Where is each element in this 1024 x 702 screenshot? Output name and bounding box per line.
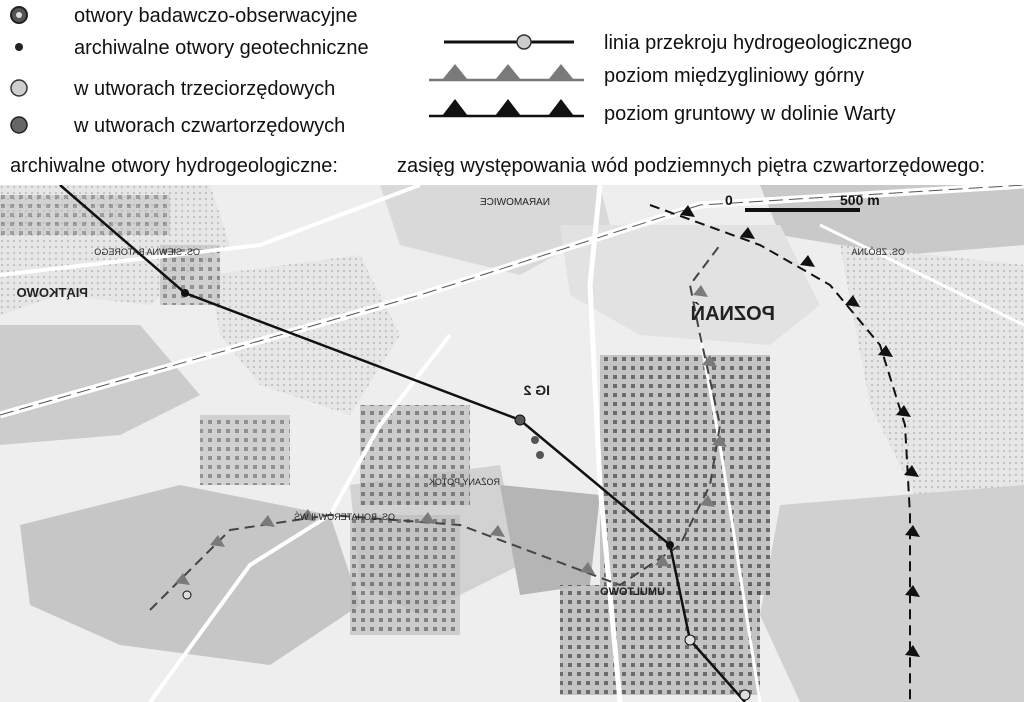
well-marker [531, 436, 539, 444]
well-marker [739, 689, 751, 701]
legend-label-black-triangles: poziom gruntowy w dolinie Warty [604, 103, 896, 125]
scale-label-end: 500 m [840, 192, 880, 208]
well-marker [182, 590, 192, 600]
boundary-warta-valley-aquifer [649, 204, 920, 702]
place-label-os-siewna: OS. SIEWNA BATOREGO [94, 247, 200, 257]
legend-label-observation-wells: otwory badawczo-obserwacyjne [74, 5, 357, 27]
legend-label-geotechnical-wells: archiwalne otwory geotechniczne [74, 37, 369, 59]
section-line [59, 185, 751, 702]
legend-heading-hydro-wells: archiwalne otwory hydrogeologiczne: [10, 155, 338, 177]
black-triangles-icon [429, 99, 584, 118]
map-legend: otwory badawczo-obserwacyjne archiwalne … [0, 0, 1024, 185]
place-label-umultowo: UMULTOWO [600, 586, 665, 598]
well-marker [536, 451, 544, 459]
map-canvas: 0 500 m POZNAŃ PIĄTKOWO NARAMOWICE UMULT… [0, 185, 1024, 702]
tertiary-well-icon [10, 79, 28, 97]
place-label-naramowice: NARAMOWICE [480, 197, 550, 208]
scale-label-start: 0 [725, 192, 733, 208]
legend-heading-groundwater-extent: zasięg występowania wód podziemnych pięt… [397, 155, 985, 177]
place-label-os-zbojna: OS. ZBÓJNA [851, 247, 905, 257]
hydrogeological-map: 0 500 m POZNAŃ PIĄTKOWO NARAMOWICE UMULT… [0, 185, 1024, 702]
built-up-areas [0, 195, 770, 695]
legend-label-grey-triangles: poziom międzygliniowy górny [604, 65, 864, 87]
well-marker [684, 634, 696, 646]
place-label-os-bohaterow: OS. BOHATERÓW II WŚ [294, 511, 395, 522]
place-label-piatkowo: PIĄTKOWO [17, 285, 89, 300]
place-label-rozany-potok: ROŻANY POTOK [429, 477, 500, 487]
scale-bar: 0 500 m [725, 192, 880, 212]
place-label-poznan: POZNAŃ [691, 302, 775, 325]
archival-geotechnical-well-icon [15, 43, 23, 51]
well-marker [514, 414, 526, 426]
well-marker [666, 541, 674, 549]
legend-label-section-line: linia przekroju hydrogeologicznego [604, 32, 912, 54]
well-marker [181, 289, 189, 297]
legend-label-tertiary: w utworach trzeciorzędowych [73, 78, 335, 100]
legend-label-quaternary: w utworach czwartorzędowych [73, 115, 345, 137]
grey-triangles-icon [429, 64, 584, 82]
boundary-intertill-aquifer [149, 244, 727, 611]
quaternary-well-icon [10, 116, 28, 134]
legend-graphic: otwory badawczo-obserwacyjne archiwalne … [10, 5, 985, 177]
place-label-ig2: IG 2 [523, 382, 550, 398]
